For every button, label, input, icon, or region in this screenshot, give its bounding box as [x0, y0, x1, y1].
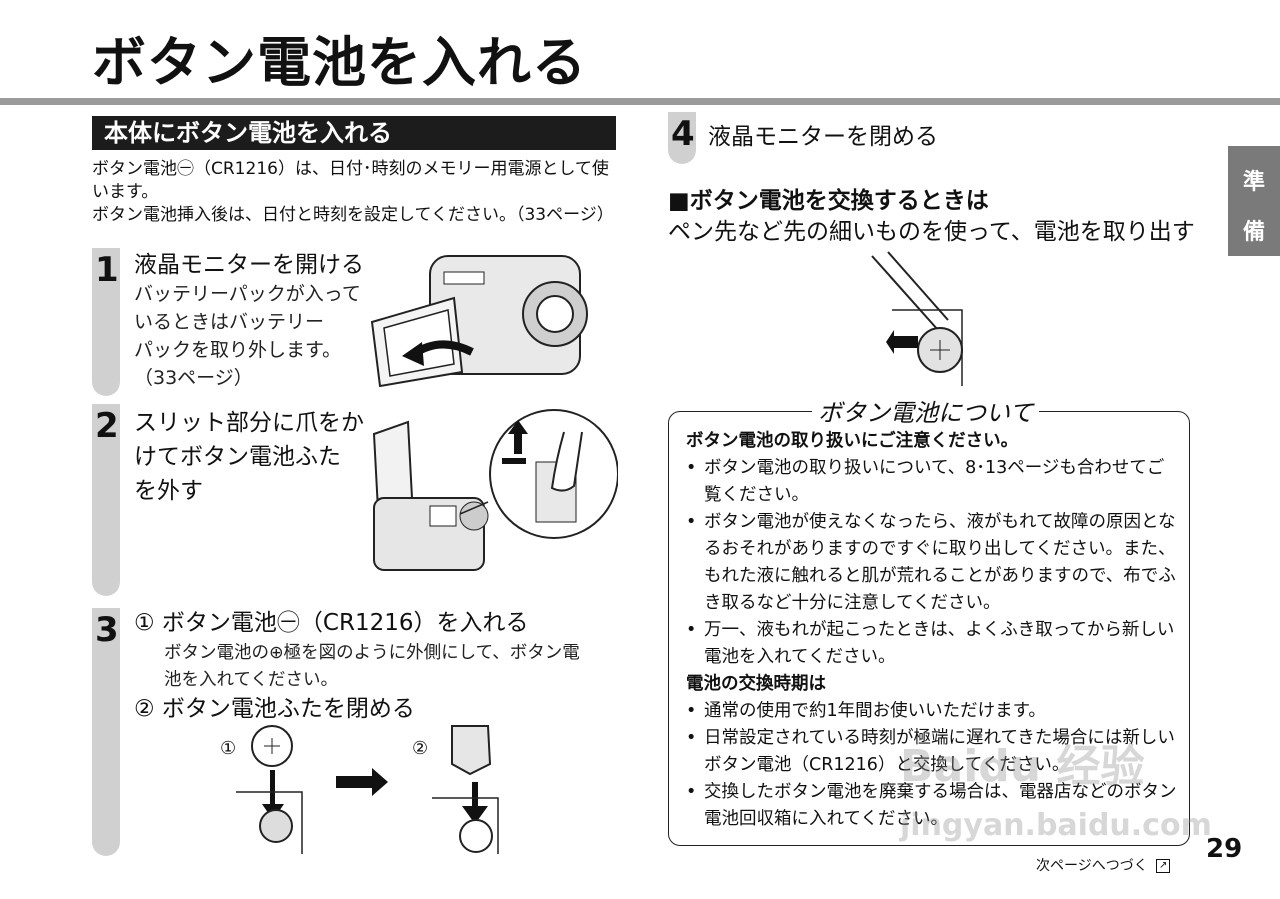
step-3-sub2: ② ボタン電池ふたを閉める — [134, 696, 415, 722]
step-3-bar: 3 — [92, 608, 120, 856]
notice-list-1: ボタン電池の取り扱いについて、8･13ページも合わせてご覧ください。 ボタン電池… — [686, 455, 1180, 671]
watermark-url: jingyan.baidu.com — [900, 808, 1212, 843]
next-page-text: 次ページへつづく — [1036, 858, 1148, 874]
pen-removal-illustration — [871, 251, 963, 386]
step-1-body-line: いるときはバッテリー — [134, 311, 325, 333]
step-2-number: 2 — [95, 406, 119, 446]
notice-subheading-2: 電池の交換時期は — [686, 674, 826, 694]
side-tab: 準 備 — [1228, 146, 1280, 256]
notice-list-2: 通常の使用で約1年間お使いいただけます。 日常設定されている時刻が極端に遅れてき… — [686, 698, 1180, 833]
step-2-title-line: けてボタン電池ふた — [134, 444, 341, 470]
next-page-label: 次ページへつづく ↗ — [1036, 855, 1171, 875]
step-2-title-line: スリット部分に爪をか — [134, 410, 364, 436]
notice-item: ボタン電池が使えなくなったら、液がもれて故障の原因となるおそれがありますのですぐ… — [686, 509, 1180, 617]
side-tab-char-2: 備 — [1242, 220, 1265, 245]
step-4-number: 4 — [671, 114, 695, 154]
step-2-title-line: を外す — [134, 478, 203, 504]
notice-item: 交換したボタン電池を廃棄する場合は、電器店などのボタン電池回収箱に入れてください… — [686, 779, 1180, 833]
battery-insert-illustration — [236, 725, 499, 854]
step-2-bar: 2 — [92, 404, 120, 596]
section-header: 本体にボタン電池を入れる — [92, 116, 616, 150]
notice-subheading-1: ボタン電池の取り扱いにご注意ください。 — [686, 431, 1019, 451]
step-1-body-line: パックを取り外します。 — [134, 339, 342, 361]
page-title: ボタン電池を入れる — [92, 31, 587, 94]
notice-item: ボタン電池の取り扱いについて、8･13ページも合わせてご覧ください。 — [686, 455, 1180, 509]
step-3-number: 3 — [95, 610, 119, 650]
step-1-body-line: （33ページ） — [134, 367, 253, 389]
intro-line-2: ボタン電池挿入後は、日付と時刻を設定してください。（33ページ） — [92, 205, 614, 225]
step-3-sub1: ① ボタン電池㊀（CR1216）を入れる — [134, 610, 529, 636]
camcorder-open-lcd-illustration — [370, 255, 588, 388]
step-3-sub1-body-line: 池を入れてください。 — [164, 670, 338, 690]
next-page-arrow-icon: ↗ — [1156, 859, 1171, 873]
page-number: 29 — [1206, 834, 1243, 864]
step-4-bar: 4 — [668, 112, 696, 164]
figure-label-2: ② — [412, 738, 429, 759]
notice-title: ボタン電池について — [812, 393, 1040, 428]
notice-content: ボタン電池の取り扱いにご注意ください。 ボタン電池の取り扱いについて、8･13ペ… — [686, 428, 1180, 833]
intro-text: ボタン電池㊀（CR1216）は、日付･時刻のメモリー用電源として使います。 ボタ… — [92, 158, 618, 227]
step-2-title: スリット部分に爪をか けてボタン電池ふた を外す — [134, 406, 364, 508]
step-3-sub1-body: ボタン電池の⊕極を図のように外側にして、ボタン電 池を入れてください。 — [164, 640, 580, 694]
battery-cover-removal-illustration — [372, 409, 618, 571]
step-1-number: 1 — [95, 250, 119, 290]
notice-item: 通常の使用で約1年間お使いいただけます。 — [686, 698, 1180, 725]
notice-item: 万一、液もれが起こったときは、よくふき取ってから新しい電池を入れてください。 — [686, 617, 1180, 671]
side-tab-char-1: 準 — [1242, 170, 1265, 195]
step-3-sub1-body-line: ボタン電池の⊕極を図のように外側にして、ボタン電 — [164, 643, 580, 663]
intro-line-1: ボタン電池㊀（CR1216）は、日付･時刻のメモリー用電源として使います。 — [92, 159, 609, 202]
step-1-bar: 1 — [92, 248, 120, 396]
step-1-title: 液晶モニターを開ける — [134, 252, 364, 278]
notice-item: 日常設定されている時刻が極端に遅れてきた場合には新しいボタン電池（CR1216）… — [686, 725, 1180, 779]
replace-heading: ■ボタン電池を交換するときは — [668, 188, 989, 214]
step-1-body: バッテリーパックが入って いるときはバッテリー パックを取り外します。 （33ペ… — [134, 280, 364, 392]
replace-instruction: ペン先など先の細いものを使って、電池を取り出す — [668, 219, 1195, 245]
watermark-logo: Baidu 经验 — [900, 741, 1145, 792]
title-rule — [0, 98, 1280, 105]
step-4-title: 液晶モニターを閉める — [708, 124, 938, 150]
step-1-body-line: バッテリーパックが入って — [134, 283, 361, 305]
figure-label-1: ① — [220, 738, 237, 759]
